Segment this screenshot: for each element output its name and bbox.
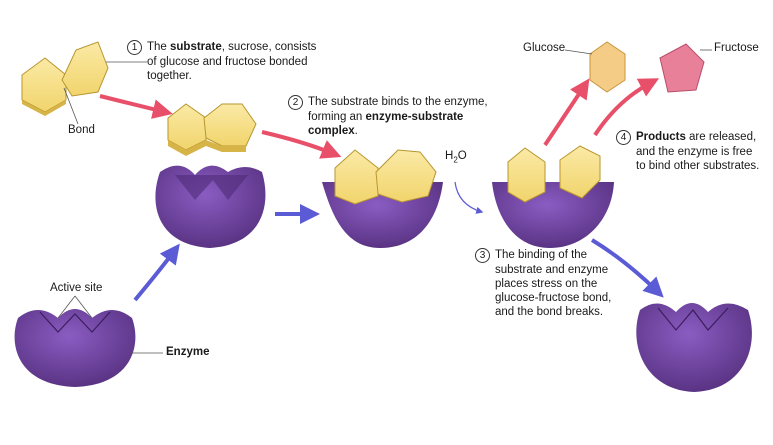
arrow-active-to-upper	[133, 243, 180, 302]
sucrose-top-left	[21, 41, 109, 116]
label-enzyme: Enzyme	[166, 346, 210, 358]
leader-active-site-2	[74, 295, 93, 319]
glucose-product	[589, 41, 626, 93]
step-number: 3	[475, 248, 490, 263]
label-bond: Bond	[68, 124, 95, 136]
arrow-to-complex	[261, 130, 342, 159]
step-number: 1	[127, 40, 142, 55]
step-number: 4	[616, 130, 631, 145]
step-number: 2	[288, 95, 303, 110]
fructose-product	[659, 43, 705, 93]
split-substrate	[507, 145, 601, 203]
label-glucose: Glucose	[523, 42, 566, 54]
leader-active-site-1	[57, 295, 76, 319]
arrow-fructose-release	[593, 78, 660, 137]
arrow-enzyme-release	[590, 238, 664, 298]
enzyme-free-left	[14, 309, 136, 387]
enzyme-released	[636, 303, 752, 392]
sucrose-approaching	[167, 103, 257, 156]
enzyme-upper	[155, 165, 266, 248]
label-water: H2O	[445, 150, 467, 165]
arrow-water	[454, 181, 484, 214]
arrow-substrate-approach	[99, 94, 173, 119]
leader-bond	[63, 87, 79, 125]
substrate-in-complex	[334, 149, 437, 205]
arrow-glucose-release	[543, 78, 590, 147]
label-active-site: Active site	[50, 282, 103, 294]
leader-glucose	[564, 49, 593, 55]
label-fructose: Fructose	[714, 42, 759, 54]
